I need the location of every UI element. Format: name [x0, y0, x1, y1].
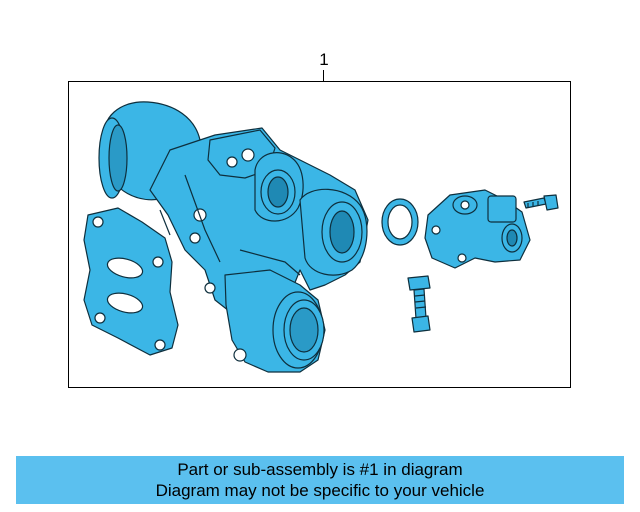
- stud-bolt-icon[interactable]: [407, 275, 431, 333]
- banner-line-part-number: Part or sub-assembly is #1 in diagram: [177, 460, 463, 479]
- outlet-flange-housing-icon[interactable]: [424, 189, 531, 269]
- callout-leader-line: [323, 70, 324, 82]
- bolt-icon[interactable]: [523, 194, 559, 211]
- turbocharger-assembly-icon[interactable]: [83, 101, 369, 373]
- banner-line-disclaimer: Diagram may not be specific to your vehi…: [155, 481, 485, 500]
- part-callout-number: 1: [319, 50, 329, 69]
- info-banner: Part or sub-assembly is #1 in diagram Di…: [16, 456, 624, 504]
- gasket-ring-icon[interactable]: [381, 198, 419, 246]
- diagram-frame: [68, 81, 571, 388]
